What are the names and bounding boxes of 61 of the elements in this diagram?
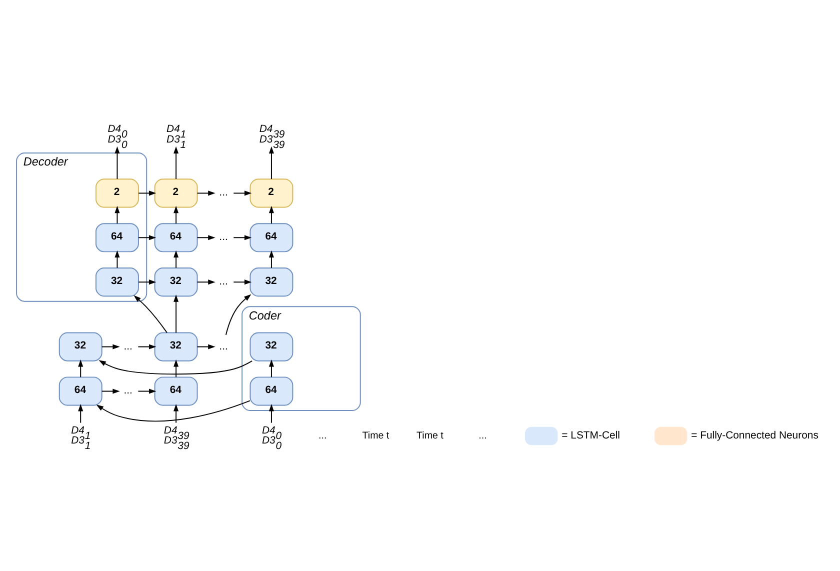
node-text: ... xyxy=(219,232,228,243)
arrow xyxy=(233,234,252,240)
node-box: 64 xyxy=(95,222,139,252)
arrow xyxy=(174,359,179,378)
legend-label: = LSTM-Cell xyxy=(562,430,620,441)
arrow xyxy=(196,279,216,284)
node-box: 32 xyxy=(58,332,102,361)
arrow xyxy=(233,279,252,284)
arrow xyxy=(138,279,156,284)
arrow xyxy=(101,388,120,394)
arrow xyxy=(196,234,216,240)
node-text: ... xyxy=(219,276,228,288)
node-box: 32 xyxy=(95,267,139,296)
arrow xyxy=(96,400,250,422)
arrow xyxy=(78,404,84,423)
arrow xyxy=(138,388,156,394)
node-box: 32 xyxy=(154,267,198,296)
arrow xyxy=(225,294,252,335)
node-box: 32 xyxy=(154,332,198,361)
arrow xyxy=(174,205,179,224)
label: Time t xyxy=(416,430,444,441)
node-box: 32 xyxy=(250,332,294,361)
arrow xyxy=(98,360,253,374)
node-text: ... xyxy=(124,340,132,352)
arrow xyxy=(196,190,216,196)
arrow xyxy=(101,344,120,349)
arrow xyxy=(174,294,179,333)
node-text: ... xyxy=(219,340,228,352)
arrow xyxy=(114,146,120,179)
node-box: 64 xyxy=(154,222,198,252)
arrow xyxy=(138,190,156,196)
arrow xyxy=(114,250,120,268)
node-box: 64 xyxy=(250,376,294,406)
node-box: 2 xyxy=(95,178,139,208)
arrow xyxy=(114,205,120,224)
arrow xyxy=(268,205,274,224)
arrow xyxy=(174,404,179,423)
label: ... xyxy=(318,430,327,441)
node-box: 64 xyxy=(250,222,294,252)
arrow xyxy=(268,146,274,179)
arrow xyxy=(233,190,252,196)
node-box: 2 xyxy=(154,178,198,208)
arrow xyxy=(174,146,179,179)
node-box: 2 xyxy=(250,178,294,208)
arrow xyxy=(268,404,274,423)
arrow xyxy=(134,294,168,333)
label: ... xyxy=(478,430,487,441)
arrow xyxy=(196,344,216,349)
node-box: 32 xyxy=(250,267,294,296)
arrow xyxy=(138,344,156,349)
legend-label: = Fully-Connected Neurons xyxy=(691,430,818,441)
arrow xyxy=(268,359,274,378)
arrow xyxy=(174,250,179,268)
arrow xyxy=(138,234,156,240)
node-box: 64 xyxy=(58,376,102,406)
node-text: ... xyxy=(219,187,228,198)
node-text: ... xyxy=(124,385,132,396)
arrow xyxy=(268,250,274,268)
label: Time t xyxy=(362,430,390,441)
node-box: 64 xyxy=(154,376,198,406)
arrow xyxy=(78,359,84,378)
